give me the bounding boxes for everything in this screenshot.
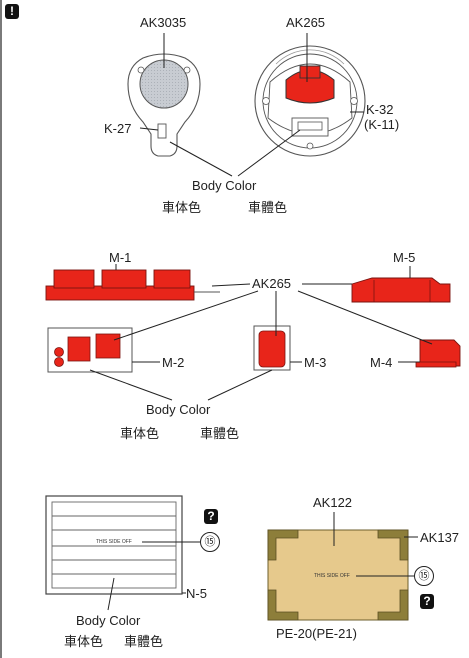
body-color-cn-simplified: 車体色 <box>162 200 202 215</box>
paint-code-ak3035: AK3035 <box>140 15 187 30</box>
section3-right-leaders <box>333 512 418 577</box>
part-k32 <box>254 45 366 157</box>
part-label-m2: M-2 <box>162 355 185 370</box>
body-color-cn-traditional-n5: 車體色 <box>124 634 164 649</box>
part-label-k11: (K-11) <box>364 117 400 132</box>
body-color-cn-simplified-m: 車体色 <box>120 426 160 441</box>
body-color-cn-simplified-n5: 車体色 <box>64 634 104 649</box>
paint-code-ak265-m: AK265 <box>252 276 292 291</box>
part-m3 <box>253 325 291 371</box>
body-color-label: Body Color <box>192 178 257 193</box>
part-m1 <box>45 269 220 301</box>
part-m2 <box>47 327 133 373</box>
question-icon: ? <box>204 509 218 524</box>
decal-number-15: ⑮ <box>200 532 220 552</box>
section3-left-leaders <box>107 541 200 611</box>
decal-text-this-side-off-pe: THIS SIDE OFF <box>314 573 350 579</box>
part-label-k32: K-32 <box>366 102 394 117</box>
part-label-m1: M-1 <box>109 250 132 265</box>
part-k27 <box>127 53 201 157</box>
body-color-cn-traditional: 車體色 <box>248 200 288 215</box>
section1-leaders <box>139 33 364 177</box>
part-label-m4: M-4 <box>370 355 393 370</box>
part-pe20 <box>267 529 409 621</box>
question-icon-pe: ? <box>420 594 434 609</box>
warning-icon: ! <box>5 4 19 19</box>
section2-leaders <box>89 264 433 401</box>
body-color-label-n5: Body Color <box>76 613 141 628</box>
decal-text-this-side-off: THIS SIDE OFF <box>96 539 132 545</box>
part-label-m3: M-3 <box>304 355 327 370</box>
body-color-cn-traditional-m: 車體色 <box>200 426 240 441</box>
part-m5 <box>351 277 451 303</box>
part-label-n5: N-5 <box>186 586 207 601</box>
paint-code-ak137: AK137 <box>420 530 460 545</box>
decal-number-15-pe: ⑮ <box>414 566 434 586</box>
paint-code-ak265: AK265 <box>286 15 326 30</box>
body-color-label-m: Body Color <box>146 402 211 417</box>
part-label-pe20: PE-20(PE-21) <box>276 626 357 641</box>
part-n5 <box>45 495 183 595</box>
part-label-m5: M-5 <box>393 250 416 265</box>
paint-code-ak122: AK122 <box>313 495 353 510</box>
part-m4 <box>415 339 461 368</box>
part-label-k27: K-27 <box>104 121 132 136</box>
